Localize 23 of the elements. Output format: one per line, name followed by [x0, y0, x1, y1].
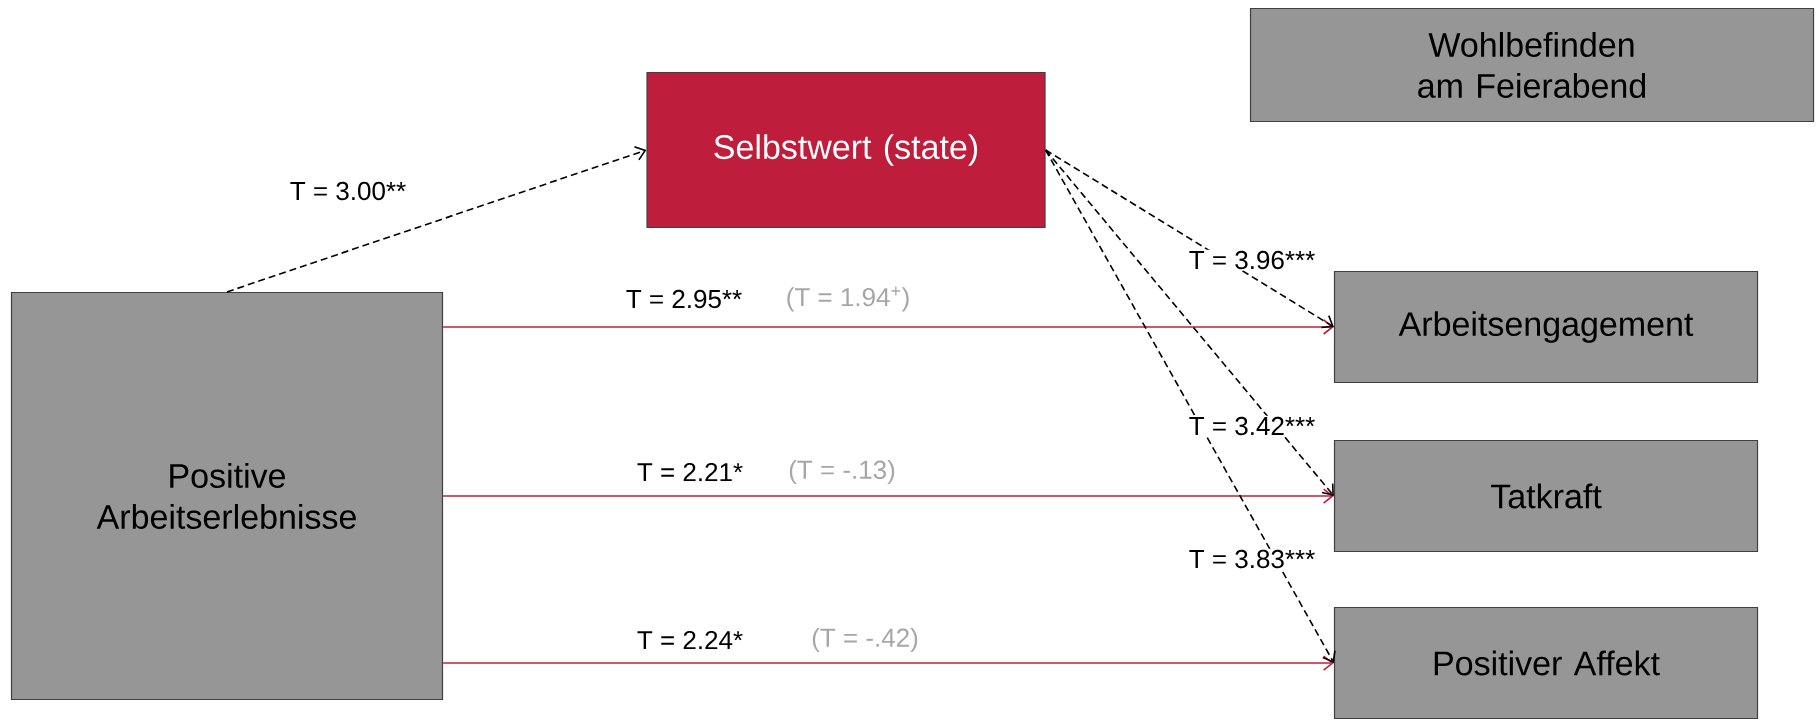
variable-box: Positiver Affekt: [1333, 606, 1759, 720]
edge-label: T = 2.95**: [624, 288, 744, 310]
coefficient-label: (T = 1.94$^{+}$): [787, 286, 909, 312]
coefficient-label: (T = -.42): [812, 627, 918, 653]
variable-box: Selbstwert (state): [646, 71, 1046, 229]
variable-box: Wohlbefinden am Feierabend: [1249, 7, 1815, 123]
variable-box: Positive Arbeitserlebnisse: [10, 291, 444, 701]
variable-box: Tatkraft: [1333, 439, 1759, 553]
edge-label: T = 2.24*: [635, 629, 745, 651]
arrow: [442, 488, 1334, 504]
arrow: [442, 319, 1334, 335]
edge-label: T = 3.00**: [288, 180, 408, 202]
edge-label: T = 3.83***: [1187, 548, 1317, 570]
coefficient-label: (T = -.13): [789, 459, 895, 485]
arrow: [1044, 149, 1336, 663]
edge-label: T = 3.96***: [1187, 249, 1317, 271]
arrow: [442, 655, 1334, 671]
arrow: [226, 145, 647, 293]
arrow: [1044, 149, 1334, 329]
variable-box: Arbeitsengagement: [1333, 270, 1759, 384]
edge-label: T = 2.21*: [635, 461, 745, 483]
arrow: [1044, 149, 1334, 496]
edge-label: T = 3.42***: [1187, 415, 1317, 437]
